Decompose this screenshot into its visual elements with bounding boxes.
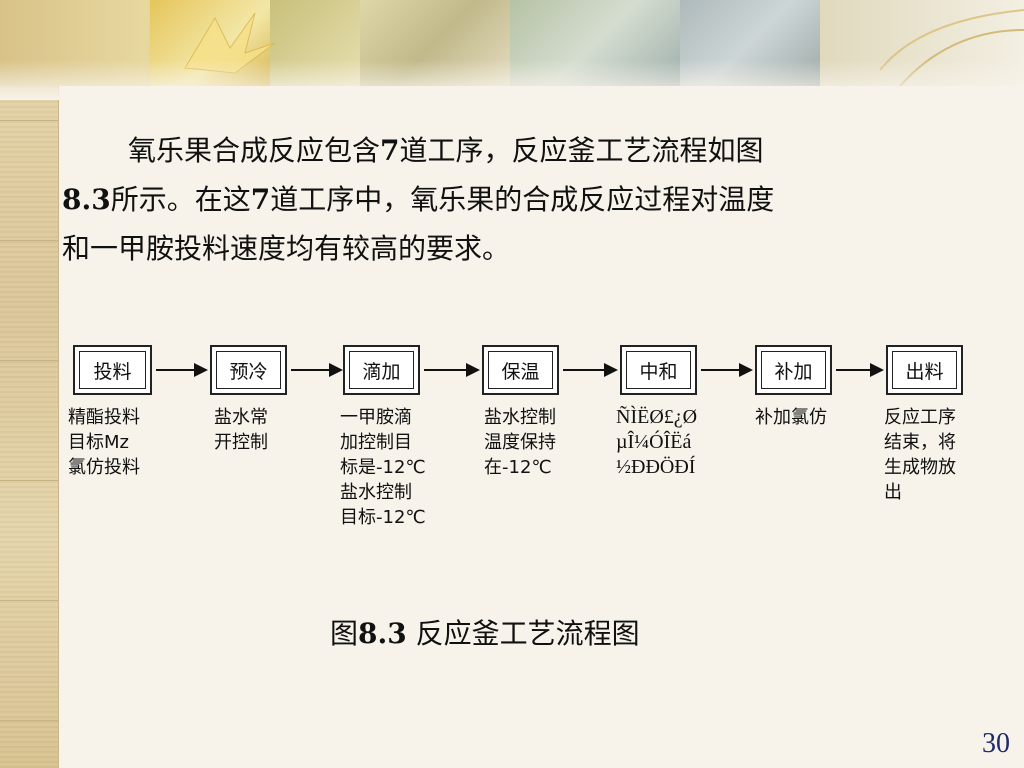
paragraph-line-3: 和一甲胺投料速度均有较高的要求。 bbox=[62, 232, 511, 265]
flow-step-label: 保温 bbox=[488, 351, 553, 389]
caption-number: 8.3 bbox=[358, 617, 407, 650]
paragraph-line-2: 8.3所示。在这7道工序中，氧乐果的合成反应过程对温度 bbox=[62, 175, 942, 224]
flow-step-desc-precool: 盐水常 开控制 bbox=[214, 407, 268, 453]
flow-step-desc-neutralize: ÑÌËØ£¿Ø µÎ¼ÓÎËá ½ÐÐÖÐÍ bbox=[616, 406, 698, 478]
text-segment: 道工序中，氧乐果的合成反应过程对温度 bbox=[270, 183, 775, 216]
flow-step-desc-discharge: 反应工序 结束，将 生成物放 出 bbox=[884, 407, 956, 503]
text-segment: 所示。在这 bbox=[110, 183, 251, 216]
flow-step-hold-temp: 保温 bbox=[482, 345, 559, 395]
text-segment: 道工序，反应釜工艺流程如图 bbox=[399, 134, 764, 167]
flow-arrow bbox=[836, 363, 884, 377]
caption-title: 反应釜工艺流程图 bbox=[406, 617, 640, 650]
page-number: 30 bbox=[982, 728, 1010, 759]
body-paragraph: 氧乐果合成反应包含7道工序，反应釜工艺流程如图 8.3所示。在这7道工序中，氧乐… bbox=[62, 126, 942, 273]
flow-arrow bbox=[701, 363, 753, 377]
text-segment-bold: 7 bbox=[250, 183, 271, 216]
flow-step-desc-replenish: 补加氯仿 bbox=[755, 407, 827, 428]
banner-fade bbox=[0, 60, 1024, 100]
flow-step-label: 出料 bbox=[892, 351, 957, 389]
left-decorative-strip bbox=[0, 0, 59, 768]
flow-step-replenish: 补加 bbox=[755, 345, 832, 395]
flow-step-label: 滴加 bbox=[349, 351, 414, 389]
text-segment-bold: 7 bbox=[380, 134, 400, 167]
figure-caption: 图8.3 反应釜工艺流程图 bbox=[330, 612, 640, 652]
flow-step-label: 投料 bbox=[79, 351, 146, 389]
flow-step-desc-hold-temp: 盐水控制 温度保持 在-12℃ bbox=[484, 407, 556, 478]
text-segment-bold: 8.3 bbox=[62, 183, 111, 216]
flow-arrow bbox=[291, 363, 343, 377]
flow-step-desc-feed: 精酯投料 目标Mz 氯仿投料 bbox=[68, 407, 140, 478]
flow-arrow bbox=[563, 363, 618, 377]
flow-step-dropwise: 滴加 bbox=[343, 345, 420, 395]
flow-arrow bbox=[424, 363, 480, 377]
flow-step-label: 补加 bbox=[761, 351, 826, 389]
flow-step-label: 预冷 bbox=[216, 351, 281, 389]
flow-step-desc-dropwise: 一甲胺滴 加控制目 标是-12℃ 盐水控制 目标-12℃ bbox=[340, 407, 426, 528]
paragraph-line-1: 氧乐果合成反应包含7道工序，反应釜工艺流程如图 bbox=[62, 126, 942, 175]
flow-step-precool: 预冷 bbox=[210, 345, 287, 395]
flow-step-discharge: 出料 bbox=[886, 345, 963, 395]
caption-prefix: 图 bbox=[330, 617, 359, 650]
flow-step-feed: 投料 bbox=[73, 345, 152, 395]
flow-arrow bbox=[156, 363, 208, 377]
text-segment: 氧乐果合成反应包含 bbox=[128, 134, 381, 167]
flow-step-label: 中和 bbox=[626, 351, 691, 389]
flow-step-neutralize: 中和 bbox=[620, 345, 697, 395]
